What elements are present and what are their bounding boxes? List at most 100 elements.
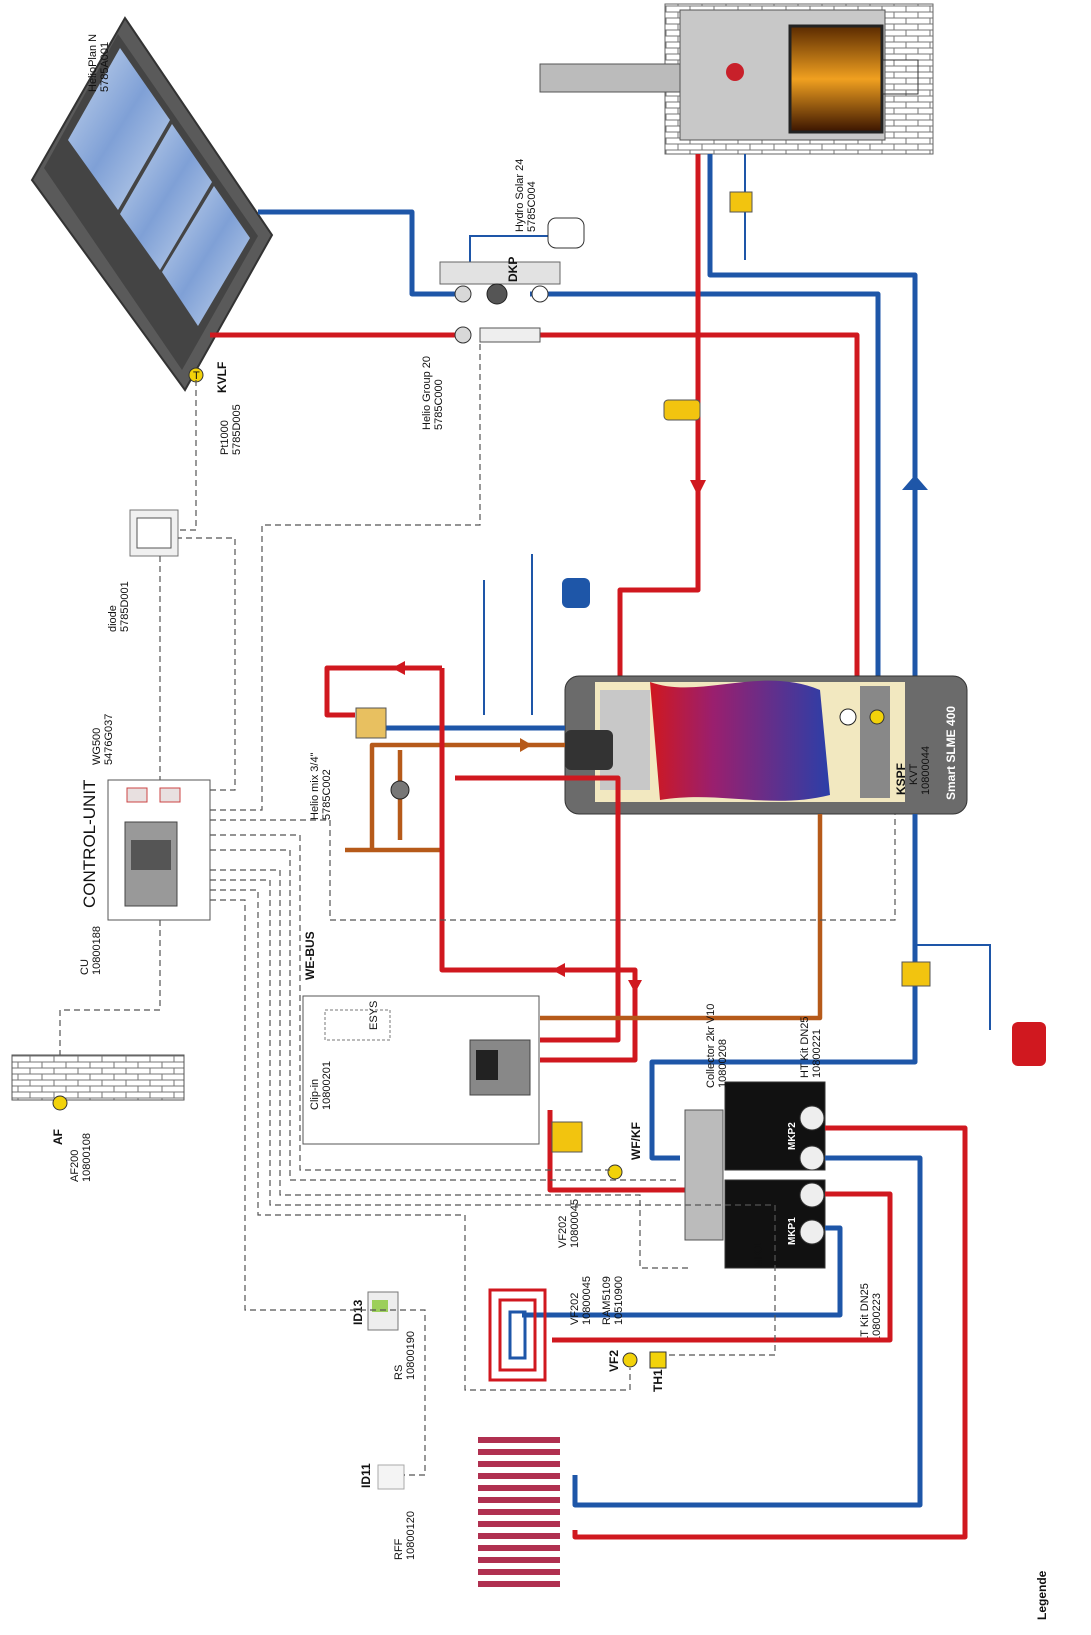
ht-kit-name: HT Kit DN25 [799, 1016, 811, 1078]
room-thermostat-icon [367, 1291, 399, 1331]
diode-box [129, 509, 179, 557]
helio-mix-name: Helio mix 3/4" [309, 752, 321, 820]
cold-supply-line [483, 554, 533, 715]
legend-title: Legende [1035, 1570, 1049, 1620]
af200-code: 10800108 [81, 1133, 93, 1182]
lt-return-pipe [522, 1225, 843, 1318]
pt1000-code: 5785D005 [231, 404, 243, 455]
storage-tank [564, 675, 968, 815]
ht-flow-pipe [572, 1125, 968, 1540]
room-sensor-icon [377, 1464, 405, 1490]
vf2-tag: VF2 [607, 1350, 621, 1372]
outside-sensor-wire [59, 920, 161, 1055]
clip-in-code: 10800201 [321, 1061, 333, 1110]
storage-name: Smart SLME 400 [944, 706, 958, 800]
helioplan-code: 5785A001 [99, 42, 111, 92]
wf-sensor [607, 1164, 623, 1180]
af200-wall [11, 1054, 185, 1111]
control-unit-box [107, 779, 211, 921]
solar-flow-pipe [210, 332, 860, 680]
safety-valve-icon-2 [551, 1121, 583, 1153]
we-bus-label: WE-BUS [303, 931, 317, 980]
expansion-line [915, 944, 991, 1030]
hydro-solar-code: 5785C004 [526, 181, 538, 232]
dhw-pipe [345, 742, 565, 853]
id13-tag: ID13 [351, 1299, 365, 1325]
th1-tag: TH1 [651, 1369, 665, 1392]
vf202-b-name: VF202 [569, 1293, 581, 1325]
kvt-name: KVT [908, 763, 920, 785]
radiator-icon [470, 1430, 560, 1630]
solar-collector-icon [30, 16, 274, 392]
wf-sensor-wire [210, 834, 610, 1171]
fireplace-return-pipe [707, 154, 918, 680]
helio-mix-code: 5785C002 [321, 769, 333, 820]
fireplace-flow-pipe [617, 154, 701, 680]
ram-code: 10510900 [613, 1276, 625, 1325]
boiler-icon [302, 995, 540, 1145]
hydro-solar-line [469, 235, 560, 270]
kvt-code: 10800044 [920, 746, 932, 795]
vf2-sensor [622, 1351, 667, 1369]
pump-group-icon [684, 1081, 826, 1269]
sensor-t-symbol: T [193, 370, 200, 382]
rs-code: 10800190 [405, 1331, 417, 1380]
mkp2-tag: MKP2 [787, 1122, 798, 1150]
rff-name: RFF [393, 1538, 405, 1560]
rs-name: RS [393, 1365, 405, 1380]
hydro-solar-name: Hydro Solar 24 [514, 159, 526, 232]
lt-flow-pipe [552, 1191, 893, 1343]
pump-icon-2 [390, 780, 410, 800]
ht-kit-code: 10800221 [811, 1029, 823, 1078]
sensor-bus-wire-1 [159, 380, 236, 791]
control-unit-title: CONTROL-UNIT [80, 780, 99, 908]
heating-flow-pipe [547, 1110, 700, 1193]
safety-valve-icon-3 [901, 961, 931, 987]
cu-name: CU [79, 959, 91, 975]
tank-coil-return-pipe [540, 814, 823, 1021]
mk1-tag: MK1 [751, 1242, 765, 1268]
mix-circulation-pipe [324, 665, 442, 718]
room-unit-wire [210, 899, 426, 1476]
wg500-code: 5476G037 [103, 714, 115, 765]
diode-name: diode [107, 605, 119, 632]
dkp-tag: DKP [506, 257, 520, 282]
vf202-a-name: VF202 [557, 1216, 569, 1248]
mk1-wire [210, 869, 690, 1269]
clip-in-name: Clip-in [309, 1079, 321, 1110]
collector-name: Collector 2kr V10 [705, 1004, 717, 1088]
ht-return-pipe [572, 1155, 923, 1508]
pump-icon [439, 261, 561, 344]
sensor-bus-wire-2 [210, 340, 481, 811]
safety-valve-icon [663, 191, 753, 421]
solar-return-pipe [258, 209, 881, 680]
fireplace-icon [539, 3, 934, 155]
wg500-name: WG500 [91, 728, 103, 765]
mixing-valve-icon [355, 707, 387, 739]
wf-kf-tag: WF/KF [629, 1122, 643, 1160]
kvlf-sensor: T [188, 367, 204, 383]
tank-coil-flow-pipe [455, 775, 621, 1043]
esys-text: ESYS [368, 1001, 380, 1030]
vf2-wire [210, 889, 631, 1391]
tank-sensor-wire [210, 814, 896, 921]
diode-code: 5785D001 [119, 581, 131, 632]
af200-name: AF200 [69, 1150, 81, 1182]
lt-kit-code: 10800223 [871, 1293, 883, 1342]
id11-tag: ID11 [359, 1463, 373, 1488]
lt-kit-name: LT Kit DN25 [859, 1283, 871, 1342]
mkp1-tag: MKP1 [787, 1217, 798, 1245]
helio-group-code: 5785C000 [433, 379, 445, 430]
kvlf-tag: KVLF [215, 362, 229, 393]
vf202-a-code: 10800045 [569, 1199, 581, 1248]
th1-wire [210, 879, 776, 1356]
cu-code: 10800188 [91, 926, 103, 975]
expansion-vessel-icon [547, 217, 585, 249]
mk-wire [210, 849, 680, 1181]
af-tag: AF [51, 1129, 65, 1145]
expansion-vessel-icon-2 [562, 578, 590, 608]
expansion-vessel-icon-3 [1012, 1022, 1046, 1066]
helio-group-name: Helio Group 20 [421, 356, 433, 430]
ram-name: RAM5109 [601, 1276, 613, 1325]
